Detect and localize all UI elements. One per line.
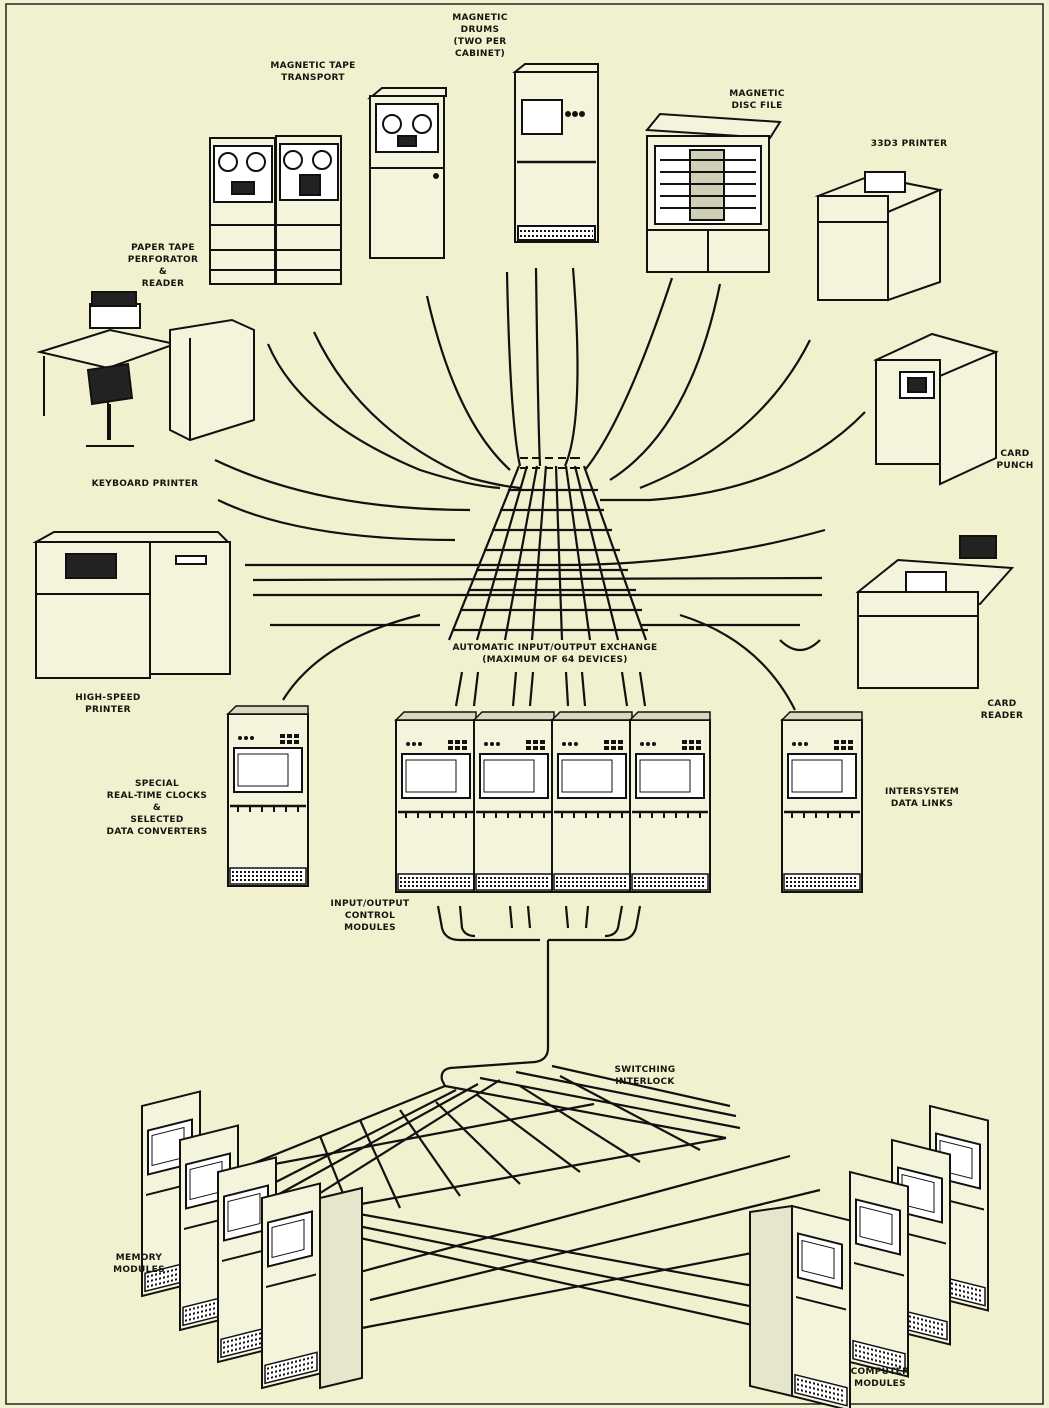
io-cabinets: [228, 706, 862, 892]
label-33d3-printer: 33D3 PRINTER: [864, 138, 954, 150]
label-line: PRINTER: [58, 704, 158, 716]
io-control-module-4: [630, 712, 710, 892]
label-line: INTERSYSTEM: [872, 786, 972, 798]
label-line: HIGH-SPEED: [58, 692, 158, 704]
label-exchange: AUTOMATIC INPUT/OUTPUT EXCHANGE (MAXIMUM…: [420, 642, 690, 666]
label-keyboard-printer: KEYBOARD PRINTER: [70, 478, 220, 490]
label-line: MODULES: [104, 1264, 174, 1276]
memory-modules-stack: [142, 1092, 362, 1388]
label-line: PAPER TAPE: [118, 242, 208, 254]
label-magnetic-drums: MAGNETIC DRUMS (TWO PER CABINET): [440, 12, 520, 60]
label-line: CARD: [972, 698, 1032, 710]
paper-tape-perforator-device: [210, 136, 341, 284]
label-line: COMPUTER: [840, 1366, 920, 1378]
label-line: READER: [972, 710, 1032, 722]
label-line: TRANSPORT: [258, 72, 368, 84]
label-magnetic-disc: MAGNETIC DISC FILE: [712, 88, 802, 112]
magnetic-disc-file-device: [647, 114, 780, 272]
io-trunk-lines: [438, 906, 640, 1086]
label-line: MAGNETIC: [440, 12, 520, 24]
label-magnetic-tape: MAGNETIC TAPE TRANSPORT: [258, 60, 368, 84]
exchange-to-io-lines: [456, 672, 645, 706]
magnetic-tape-transport-device: [370, 88, 446, 258]
label-line: SWITCHING: [600, 1064, 690, 1076]
card-punch-device: [876, 334, 996, 484]
label-io-control: INPUT/OUTPUT CONTROL MODULES: [320, 898, 420, 934]
label-line: MODULES: [840, 1378, 920, 1390]
label-line: PERFORATOR: [118, 254, 208, 266]
label-card-reader: CARD READER: [972, 698, 1032, 722]
exchange-connectors: [520, 458, 580, 468]
label-line: AUTOMATIC INPUT/OUTPUT EXCHANGE: [420, 642, 690, 654]
exchange-grid: [449, 466, 648, 640]
label-switching-interlock: SWITCHING INTERLOCK: [600, 1064, 690, 1088]
label-line: INPUT/OUTPUT: [320, 898, 420, 910]
label-line: PUNCH: [990, 460, 1040, 472]
label-special-clocks: SPECIAL REAL-TIME CLOCKS & SELECTED DATA…: [82, 778, 232, 838]
label-line: CONTROL: [320, 910, 420, 922]
label-card-punch: CARD PUNCH: [990, 448, 1040, 472]
printer-33d3-device: [818, 172, 940, 300]
label-line: REAL-TIME CLOCKS: [82, 790, 232, 802]
intersystem-cabinet: [782, 712, 862, 892]
label-line: SELECTED: [82, 814, 232, 826]
label-line: &: [82, 802, 232, 814]
label-line: KEYBOARD PRINTER: [70, 478, 220, 490]
label-memory-modules: MEMORY MODULES: [104, 1252, 174, 1276]
magnetic-drums-device: [515, 64, 598, 242]
computer-modules-stack: [750, 1106, 988, 1408]
label-line: SPECIAL: [82, 778, 232, 790]
label-line: DRUMS: [440, 24, 520, 36]
label-paper-tape: PAPER TAPE PERFORATOR & READER: [118, 242, 208, 290]
label-high-speed-printer: HIGH-SPEED PRINTER: [58, 692, 158, 716]
label-line: MAGNETIC TAPE: [258, 60, 368, 72]
label-line: MAGNETIC: [712, 88, 802, 100]
card-reader-device: [858, 536, 1012, 688]
io-control-module-2: [474, 712, 554, 892]
label-line: DATA LINKS: [872, 798, 972, 810]
io-control-module-1: [396, 712, 476, 892]
label-line: MEMORY: [104, 1252, 174, 1264]
label-line: INTERLOCK: [600, 1076, 690, 1088]
label-line: DATA CONVERTERS: [82, 826, 232, 838]
label-intersystem: INTERSYSTEM DATA LINKS: [872, 786, 972, 810]
label-line: 33D3 PRINTER: [864, 138, 954, 150]
label-line: (MAXIMUM OF 64 DEVICES): [420, 654, 690, 666]
label-line: &: [118, 266, 208, 278]
keyboard-printer-device: [40, 292, 254, 446]
high-speed-printer-device: [36, 532, 230, 678]
label-line: CABINET): [440, 48, 520, 60]
label-line: (TWO PER: [440, 36, 520, 48]
label-line: MODULES: [320, 922, 420, 934]
label-line: DISC FILE: [712, 100, 802, 112]
label-line: READER: [118, 278, 208, 290]
label-line: CARD: [990, 448, 1040, 460]
special-clocks-cabinet: [228, 706, 308, 886]
label-computer-modules: COMPUTER MODULES: [840, 1366, 920, 1390]
io-control-module-3: [552, 712, 632, 892]
